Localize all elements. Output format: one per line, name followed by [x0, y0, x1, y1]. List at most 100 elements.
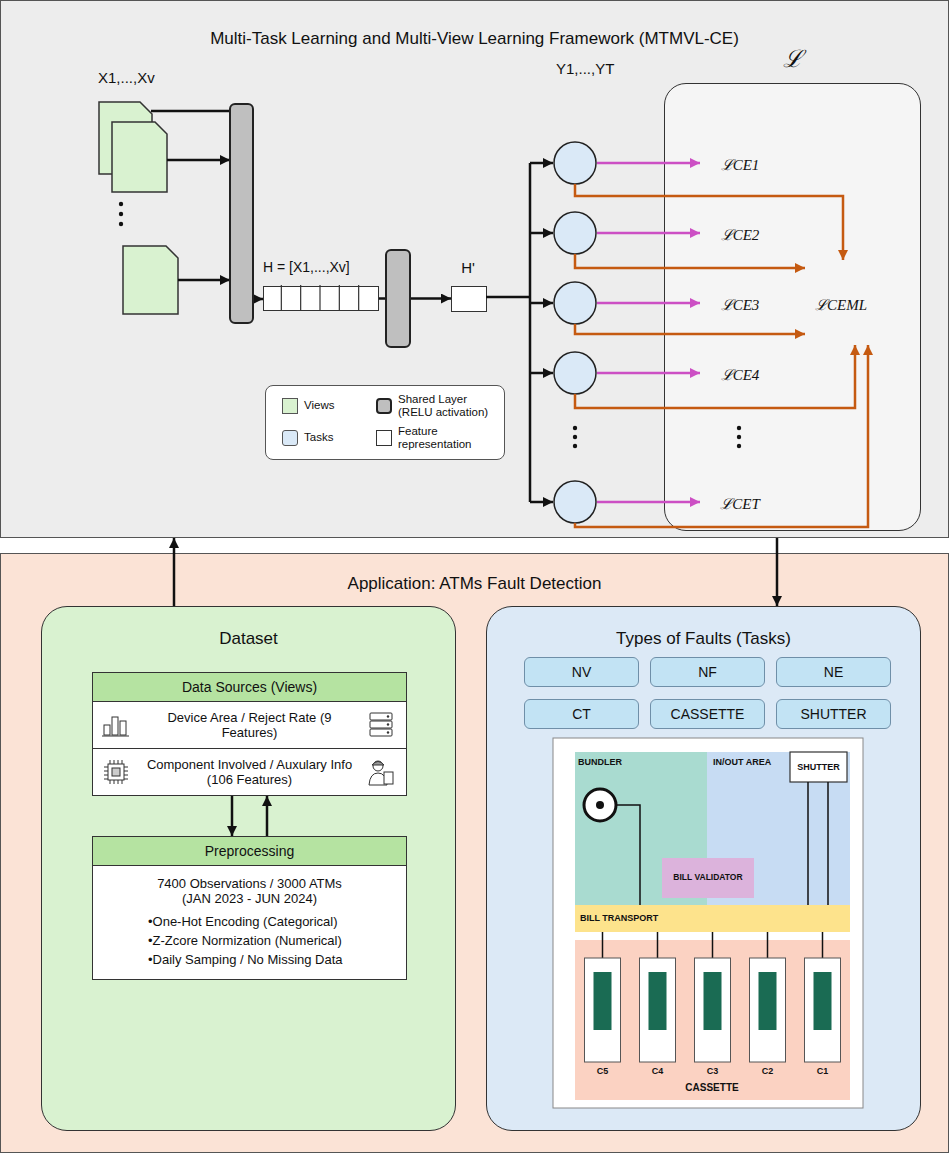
cassette-slot — [805, 958, 841, 1062]
task-arrow — [530, 501, 553, 504]
connectors — [151, 111, 777, 836]
data-sources-table: Data Sources (Views)Device Area / Reject… — [92, 672, 407, 796]
fault-type-box: NE — [776, 657, 891, 687]
ellipsis-dot — [573, 435, 577, 439]
node-heading: ℒCE3 — [721, 294, 760, 314]
fault-type-box: CASSETTE — [650, 699, 765, 729]
server-led — [387, 715, 389, 717]
legend-text: Tasks — [304, 431, 404, 444]
vector-cell-divider — [319, 285, 320, 310]
connector-arrow — [151, 111, 263, 299]
vector-cell-divider — [339, 285, 340, 310]
loss-arrow — [597, 162, 700, 165]
shared-layer — [230, 104, 253, 323]
branch-line — [529, 163, 532, 502]
cassette-body — [759, 972, 777, 1030]
loss-arrow — [597, 501, 700, 504]
node-heading: ℒCE4 — [721, 364, 760, 384]
combine-arrow — [575, 345, 855, 408]
node-heading: ℒCE2 — [721, 224, 760, 244]
input-arrow — [178, 279, 230, 282]
feature-vector: H = [X1,...,Xv] — [263, 259, 383, 312]
connector-arrow — [776, 538, 779, 606]
worker-helmet — [372, 761, 384, 765]
node-heading: Data Sources (Views) — [93, 673, 406, 702]
ellipsis-dot — [119, 212, 123, 216]
task-arrow — [530, 302, 553, 305]
cassette-number: C2 — [753, 1066, 783, 1076]
node-heading: ℒCE1 — [721, 154, 760, 174]
node-heading: Multi-Task Learning and Multi-View Learn… — [1, 29, 948, 49]
chip-pin — [124, 774, 128, 775]
fault-types-panel: NVNFNECTCASSETTESHUTTERTypes of Faults (… — [486, 606, 921, 1131]
node-heading: ℒCEML — [815, 294, 867, 314]
ellipsis-dot — [119, 222, 123, 226]
combine-arrow — [575, 184, 843, 260]
node-heading: H' — [447, 259, 489, 276]
task-circle — [554, 481, 596, 523]
ellipsis-dot — [737, 435, 741, 439]
connector-arrow — [173, 538, 176, 606]
node-heading: Types of Faults (Tasks) — [487, 629, 920, 649]
node-body-text: •Daily Samping / No Missing Data — [93, 950, 406, 979]
view-document: X1,...,Xv — [98, 69, 172, 173]
loss-container: ℒCE1ℒCE2ℒCE3ℒCE4ℒCETℒCEMLℒ — [664, 41, 921, 531]
node-heading: Preprocessing — [93, 837, 406, 866]
atm-frame — [553, 738, 863, 1108]
connector-arrow — [266, 796, 269, 836]
transport-wire — [657, 932, 659, 958]
node-heading: SHUTTER — [800, 706, 866, 722]
chip-pin — [104, 778, 108, 779]
bar — [112, 717, 118, 735]
ellipsis-dot — [737, 426, 741, 430]
part-label: BUNDLER — [578, 757, 622, 767]
loss-arrow — [597, 232, 700, 235]
task-circle — [554, 282, 596, 324]
feature-representation: H' — [447, 259, 489, 312]
bill-transport-area — [575, 905, 850, 932]
shutter-wire — [827, 782, 829, 905]
server-icon — [366, 711, 396, 739]
bar — [120, 721, 126, 735]
chip-pin — [124, 766, 128, 767]
chip-pin — [114, 760, 115, 764]
cassette-number: C4 — [643, 1066, 673, 1076]
node-heading: Dataset — [42, 629, 455, 649]
chip-pin — [104, 766, 108, 767]
server-unit — [370, 729, 392, 736]
input-arrow — [167, 159, 230, 162]
chip-pin — [114, 780, 115, 784]
ellipsis-dot — [573, 444, 577, 448]
legend-text: Shared Layer (RELU activation) — [398, 393, 498, 419]
cassette-number: C5 — [588, 1066, 618, 1076]
chip-icon — [101, 758, 131, 786]
chip-body — [108, 764, 124, 780]
combine-arrow — [575, 345, 868, 527]
cassette-body — [649, 972, 667, 1030]
bundler-wire — [616, 805, 640, 905]
ellipsis-dot — [119, 202, 123, 206]
fault-type-box: SHUTTER — [776, 699, 891, 729]
transport-wire — [602, 932, 604, 958]
chip-pin — [104, 770, 108, 771]
chip-core — [112, 768, 120, 776]
chip-pin — [122, 780, 123, 784]
part-label: CASSETTE — [662, 1082, 762, 1093]
fault-type-box: NV — [524, 657, 639, 687]
connector-arrow — [231, 796, 234, 836]
part-label: BILL TRANSPORT — [580, 913, 658, 923]
worker-head — [373, 761, 383, 771]
node-heading: ℒCET — [720, 493, 760, 513]
node-heading: NF — [698, 664, 717, 680]
vector-cell-divider — [358, 285, 359, 310]
cassette-number: C3 — [698, 1066, 728, 1076]
node-heading: H = [X1,...,Xv] — [263, 259, 383, 275]
legend-swatch — [376, 430, 392, 446]
axis — [102, 736, 129, 737]
node-body-text: 7400 Observations / 3000 ATMs (JAN 2023 … — [146, 876, 354, 906]
chip-pin — [118, 780, 119, 784]
bundler-hub — [596, 801, 604, 809]
bill-validator-area — [662, 858, 754, 898]
cassette-body — [704, 972, 722, 1030]
